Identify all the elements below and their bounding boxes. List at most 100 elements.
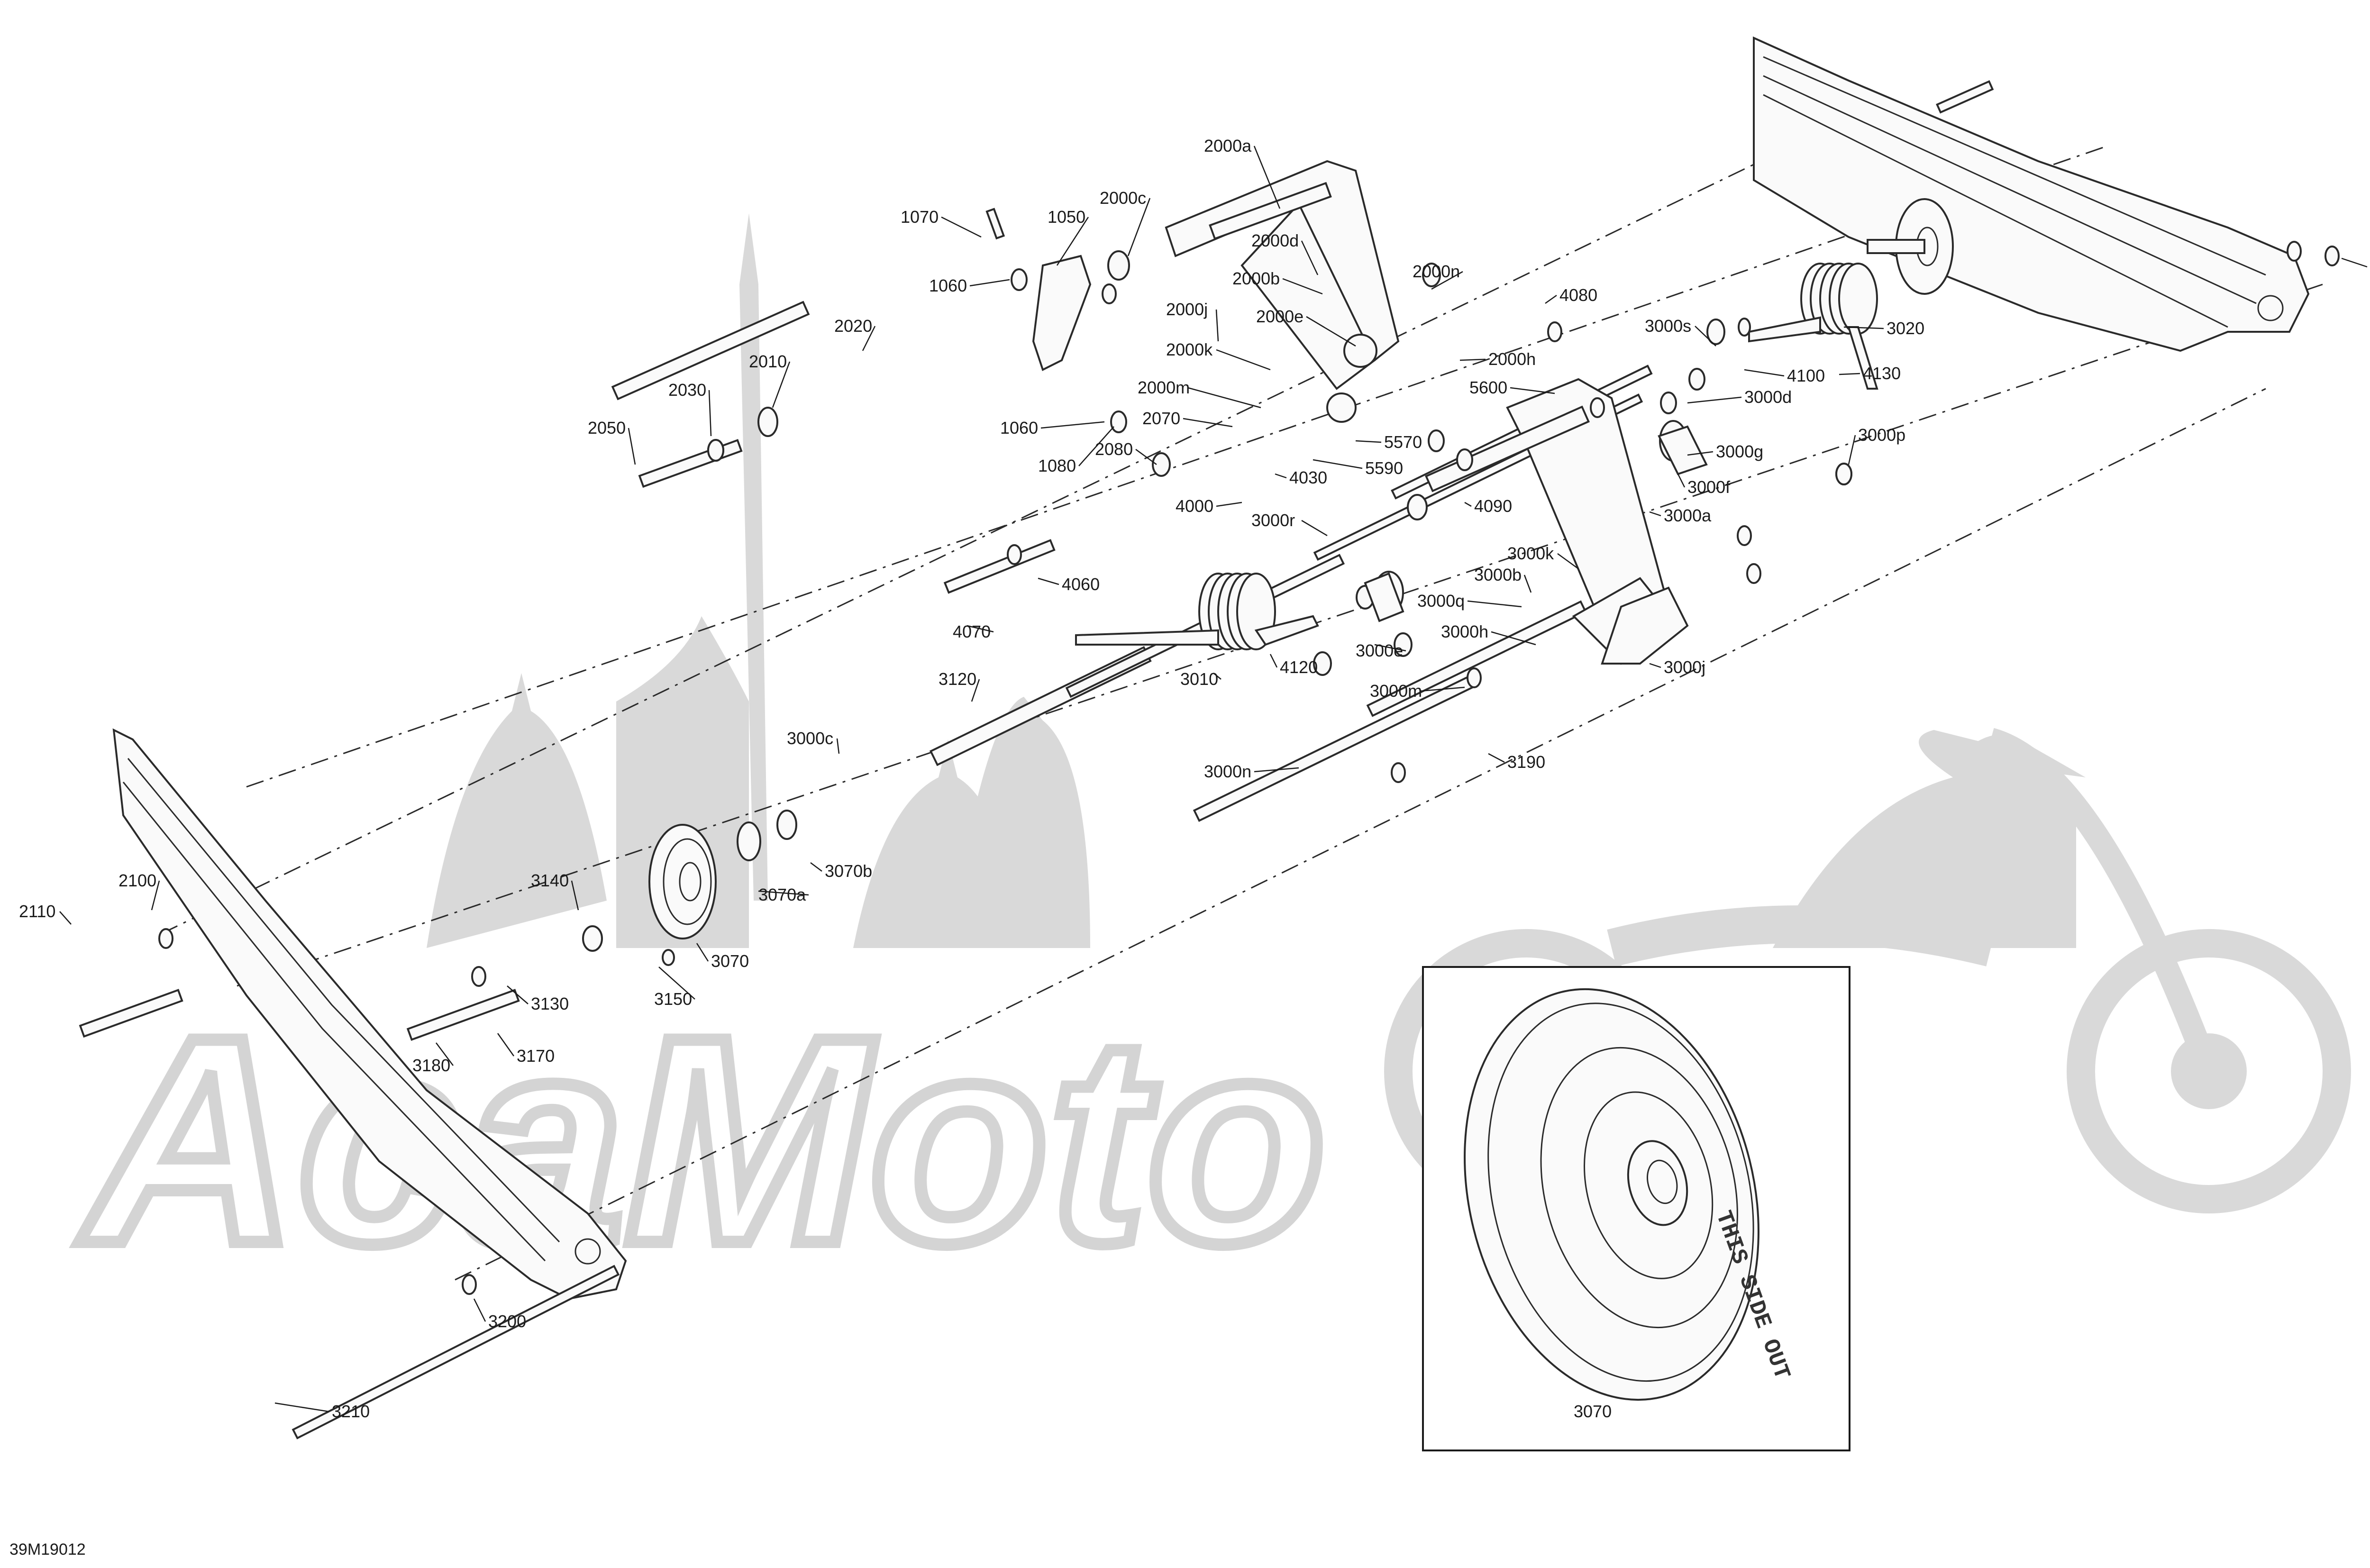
callout-leader [696, 943, 709, 962]
part-callout: 3000s [1645, 316, 1691, 336]
part-callout: 3140 [531, 871, 569, 890]
part-callout: 2000j [1166, 300, 1208, 319]
part-callout: 3180 [412, 1056, 450, 1075]
callout-leader [1301, 520, 1328, 537]
callout-leader [571, 880, 579, 911]
part-callout: 2000k [1166, 340, 1213, 359]
callout-leader [1677, 474, 1686, 488]
callout-leader [1557, 553, 1579, 570]
part-callout: 3210 [332, 1402, 370, 1421]
callout-leader [1038, 577, 1059, 585]
callout-leader [862, 326, 876, 351]
part-callout: 2020 [834, 316, 872, 336]
callout-leader [658, 966, 695, 1000]
callout-leader [1848, 435, 1856, 465]
callout-leader [1459, 358, 1486, 361]
callout-leader [1215, 309, 1219, 342]
part-callout: 4120 [1280, 657, 1318, 677]
part-callout: 3000q [1417, 591, 1465, 611]
part-callout: 2000d [1251, 231, 1299, 250]
callout-leader [1078, 426, 1114, 466]
part-callout: 4060 [1062, 574, 1100, 594]
part-callout: 3000b [1474, 565, 1522, 584]
right-rail [1753, 36, 2310, 352]
part-callout: 1070 [901, 207, 939, 227]
part-callout: 3020 [1887, 319, 1924, 338]
part-callout: 4070 [953, 622, 991, 641]
callout-leader [497, 1033, 515, 1057]
part-callout: 3000j [1664, 657, 1705, 677]
part-callout: 4130 [1863, 364, 1901, 383]
callout-leader [810, 862, 822, 872]
part-callout: 4080 [1559, 285, 1597, 305]
callout-leader [1843, 326, 1884, 329]
part-callout: 3000g [1716, 442, 1763, 461]
callout-leader [772, 361, 791, 408]
part-callout: 3000h [1441, 622, 1488, 641]
part-callout: 4000 [1176, 496, 1213, 516]
part-callout: 2100 [118, 871, 156, 890]
callout-leader [628, 428, 636, 465]
callout-leader [1510, 387, 1555, 394]
part-callout: 3120 [939, 669, 976, 689]
part-callout: 3000n [1204, 762, 1251, 781]
callout-leader [1183, 418, 1233, 428]
callout-leader [1488, 753, 1505, 763]
callout-leader [708, 390, 712, 437]
callout-leader [473, 1298, 486, 1322]
bolts [79, 80, 1994, 1041]
callout-leader [1216, 501, 1242, 507]
callout-leader [1649, 511, 1661, 517]
part-callout: 3200 [488, 1312, 526, 1331]
callout-leader [436, 1042, 454, 1066]
callout-leader [1687, 451, 1714, 456]
part-callout: 2110 [19, 902, 55, 921]
part-callout: 3070b [825, 861, 872, 881]
left-rail [112, 728, 627, 1300]
part-callout: 5590 [1365, 458, 1403, 478]
part-callout: 3010 [1180, 669, 1218, 689]
part-callout: 2000c [1100, 188, 1146, 208]
callout-leader [1744, 369, 1785, 377]
part-callout: 3000r [1251, 511, 1295, 530]
part-callout: 4030 [1289, 468, 1327, 487]
part-callout: 2010 [749, 352, 787, 371]
callout-leader [969, 279, 1010, 287]
part-callout: 2000n [1413, 262, 1460, 281]
callout-leader [1306, 316, 1356, 347]
callout-leader [1254, 767, 1299, 773]
callout-leader [1187, 387, 1261, 409]
part-callout: 2000h [1488, 349, 1536, 369]
callout-leader [966, 625, 994, 633]
callout-leader [1420, 686, 1465, 692]
detail-callout-label: 3070 [1574, 1402, 1612, 1421]
callout-leader [971, 679, 980, 702]
part-callout: 4100 [1787, 366, 1825, 385]
callout-leader [1040, 421, 1105, 429]
part-callout: 1060 [1000, 418, 1038, 438]
part-callout: 2000a [1204, 136, 1252, 155]
part-callout: 3000f [1687, 477, 1731, 497]
callout-leader [507, 985, 529, 1004]
callout-leader [1687, 396, 1742, 404]
part-callout: 3000m [1370, 681, 1422, 701]
callout-leader [836, 738, 840, 754]
callout-leader [1275, 473, 1287, 479]
callout-leader [1464, 501, 1472, 507]
part-callout: 1060 [929, 276, 967, 295]
part-callout: 2070 [1142, 409, 1180, 428]
part-callout: 4090 [1474, 496, 1512, 516]
callout-leader [59, 911, 72, 925]
callout-leader [2341, 257, 2368, 268]
callout-leader [1282, 278, 1323, 295]
part-callout: 1050 [1048, 207, 1085, 227]
callout-leader [1355, 440, 1382, 443]
part-callout: 3000a [1664, 506, 1712, 525]
callout-leader [1374, 644, 1406, 652]
part-callout: 5570 [1384, 432, 1422, 452]
detail-inset: THIS SIDE OUT 3070 [1422, 966, 1850, 1451]
callout-leader [274, 1402, 329, 1413]
part-callout: 3000p [1858, 425, 1905, 445]
part-callout: 3000e [1356, 641, 1403, 660]
